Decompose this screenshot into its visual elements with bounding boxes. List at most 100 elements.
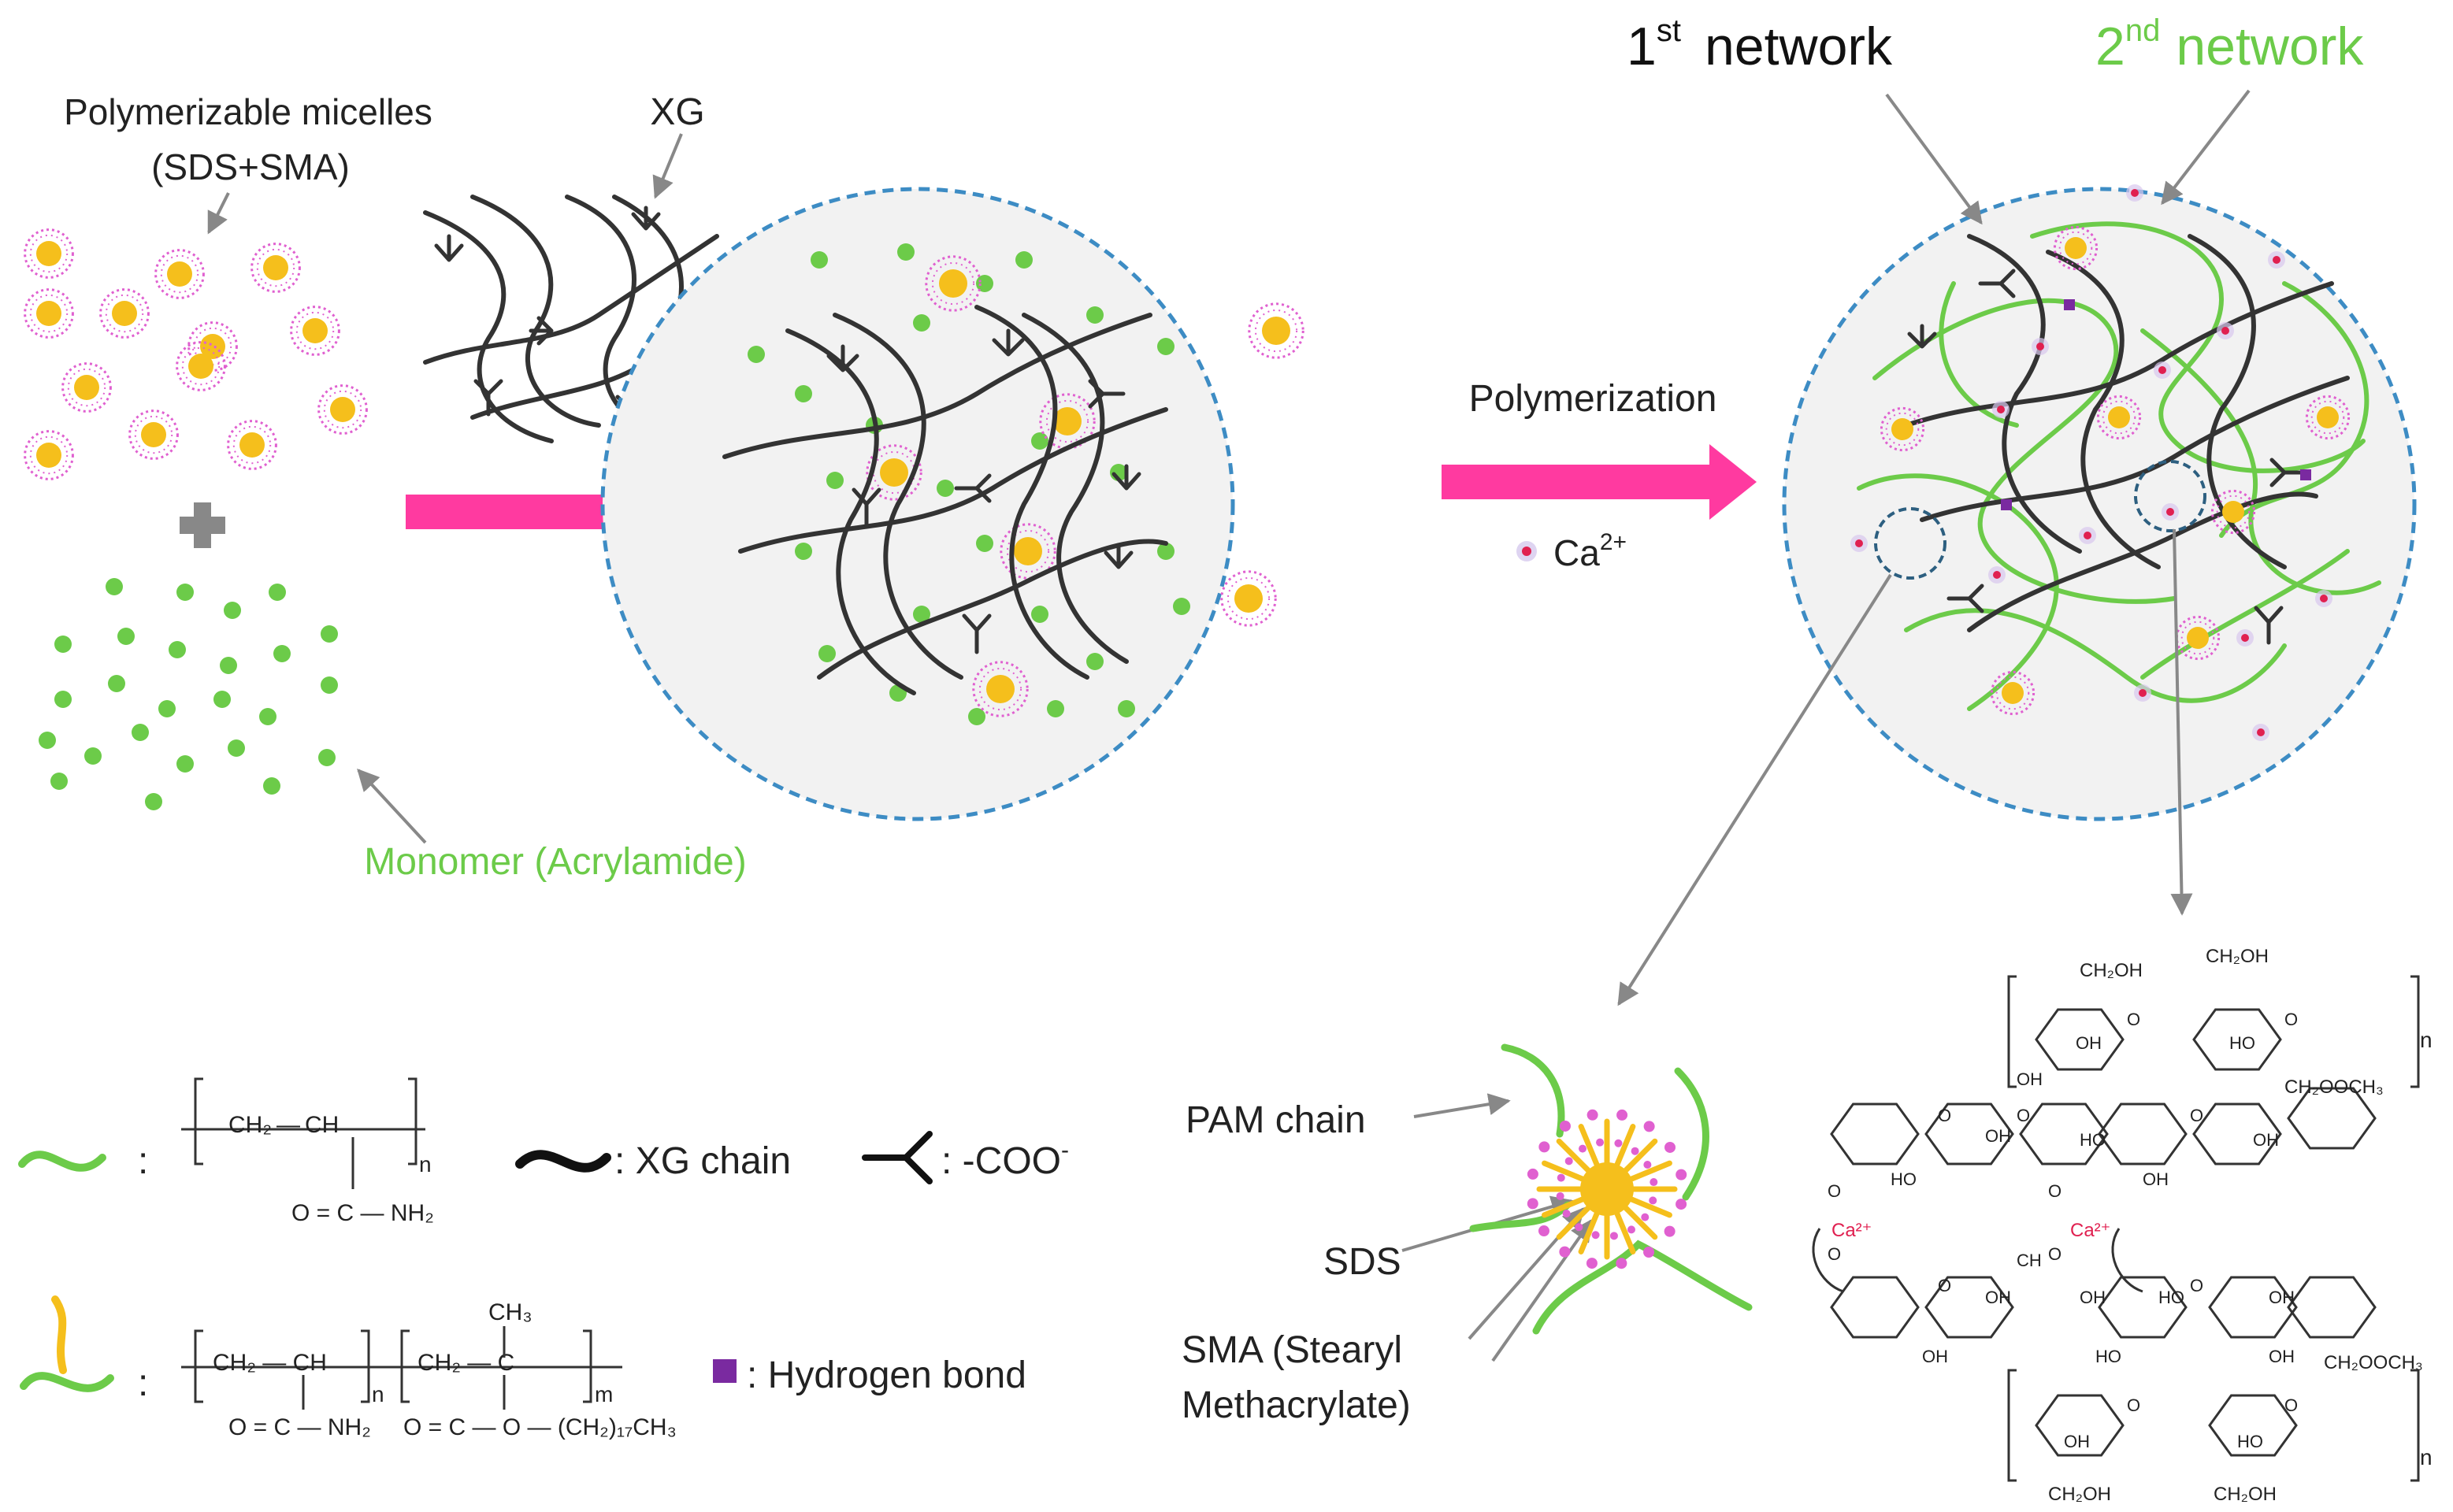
pam-chain-label: PAM chain (1186, 1099, 1366, 1141)
plus-icon (180, 502, 225, 548)
monomer-dot (106, 578, 123, 595)
monomer-dot (968, 708, 985, 725)
monomer-dot (158, 700, 176, 717)
xanthan-label: HO (1891, 1169, 1917, 1189)
micelle (2175, 615, 2221, 661)
monomer-dot (259, 708, 276, 725)
network2-number: 2 (2095, 17, 2125, 76)
hydrogen-bonds (2001, 299, 2311, 510)
monomer-dot (318, 749, 336, 766)
sma-tail-icon (51, 1295, 67, 1374)
monomer-dot (220, 657, 237, 674)
monomer-dot (1173, 598, 1190, 615)
pam-formula-amide: O = C — NH₂ (291, 1200, 434, 1226)
xanthan-label: OH (1985, 1126, 2011, 1146)
micelles-label-line1: Polymerizable micelles (64, 91, 432, 132)
monomer-dot (224, 602, 241, 619)
micelles-group (24, 228, 368, 480)
monomer-dot (897, 243, 915, 261)
monomer-dot (213, 691, 231, 708)
calcium-ion (2162, 503, 2179, 521)
xanthan-label: HO (2229, 1033, 2255, 1053)
monomer-dot (937, 480, 954, 497)
micelles-label-line2: (SDS+SMA) (151, 146, 350, 187)
calcium-ion (2268, 251, 2285, 269)
monomer-dot (913, 606, 930, 623)
micelle (2096, 395, 2142, 440)
monomer-dot (913, 314, 930, 332)
micelle (250, 243, 301, 293)
xanthan-label: HO (2095, 1347, 2121, 1366)
xanthan-label: O (2048, 1244, 2061, 1264)
monomer-dot (321, 625, 338, 643)
xanthan-label: OH (2269, 1347, 2295, 1366)
calcium-ion (2252, 724, 2269, 741)
legend-hbond-text: : Hydrogen bond (747, 1354, 1026, 1396)
xanthan-label: O (2017, 1106, 2030, 1125)
micelle (1220, 570, 1277, 627)
xanthan-label: O (2284, 1010, 2298, 1029)
micelle (24, 228, 74, 279)
monomer-dot (117, 628, 135, 645)
xanthan-label: OH (1922, 1347, 1948, 1366)
micelle (1000, 523, 1056, 580)
coo-group-icon (862, 1131, 933, 1184)
xg-chains-circle1 (722, 305, 1168, 695)
calcium-ion (2315, 590, 2332, 607)
micelle (1880, 406, 1925, 452)
polymerization-label: Polymerization (1469, 378, 1717, 420)
xg-label: XG (650, 91, 704, 133)
xanthan-label: Ca²⁺ (1831, 1220, 1872, 1241)
monomer-dot (1047, 700, 1064, 717)
network1-number: 1 (1627, 17, 1657, 76)
micelle (61, 362, 112, 413)
calcium-ion (2236, 629, 2254, 647)
xanthan-label: O (2190, 1106, 2203, 1125)
monomer-dot (176, 755, 194, 773)
legend-xg-text: : XG chain (614, 1140, 791, 1182)
pam-chain-icon (18, 1151, 106, 1172)
network2-word: network (2176, 17, 2364, 76)
xanthan-label: OH (2269, 1288, 2295, 1307)
ca-charge: 2+ (1600, 529, 1627, 555)
calcium-ion (2032, 338, 2049, 355)
xanthan-label: O (2190, 1276, 2203, 1295)
monomer-dot (826, 472, 844, 489)
monomer-dot (39, 732, 56, 749)
micelle (154, 249, 205, 299)
copolymer-unit1: CH₂ — CH (213, 1350, 327, 1376)
legend-copolymer-colon: : (138, 1362, 148, 1404)
legend-coo-charge: - (1061, 1137, 1069, 1163)
calcium-ion (1988, 566, 2006, 584)
legend-xg: : XG chain (515, 1140, 791, 1182)
monomer-group (39, 578, 338, 810)
monomer-dot (1086, 306, 1104, 324)
xg-chain-icon (515, 1150, 611, 1173)
xanthan-label: OH (2080, 1288, 2106, 1307)
monomer-dot (263, 777, 280, 795)
xanthan-label: CH₂OH (2048, 1484, 2111, 1505)
copolymer-chain-icon (20, 1372, 114, 1392)
micelle (128, 410, 179, 460)
monomer-dot (795, 385, 812, 402)
copolymer-unit2: CH₂ — C (417, 1350, 514, 1376)
xanthan-label: Ca²⁺ (2070, 1220, 2110, 1241)
circle1-monomers (748, 243, 1190, 725)
xanthan-label: CH₂OOCH₃ (2284, 1077, 2384, 1098)
zoom-circle-crosslink (2134, 460, 2206, 532)
calcium-ion (1850, 535, 1868, 552)
monomer-dot (976, 275, 993, 292)
monomer-dot (108, 675, 125, 692)
hydrogen-bond-icon (713, 1359, 737, 1383)
copolymer-n: n (372, 1382, 384, 1406)
network2-suffix: nd (2125, 13, 2161, 48)
svg-text:Ca2+: Ca2+ (1553, 529, 1627, 573)
monomer-dot (748, 346, 765, 363)
legend-copolymer: : CH₂ — CH n CH₂ — C m CH₃ O = C — NH₂ O… (20, 1295, 677, 1440)
monomer-dot (54, 691, 72, 708)
monomer-dot (54, 636, 72, 653)
micelle (317, 384, 368, 435)
micelle (99, 288, 150, 339)
